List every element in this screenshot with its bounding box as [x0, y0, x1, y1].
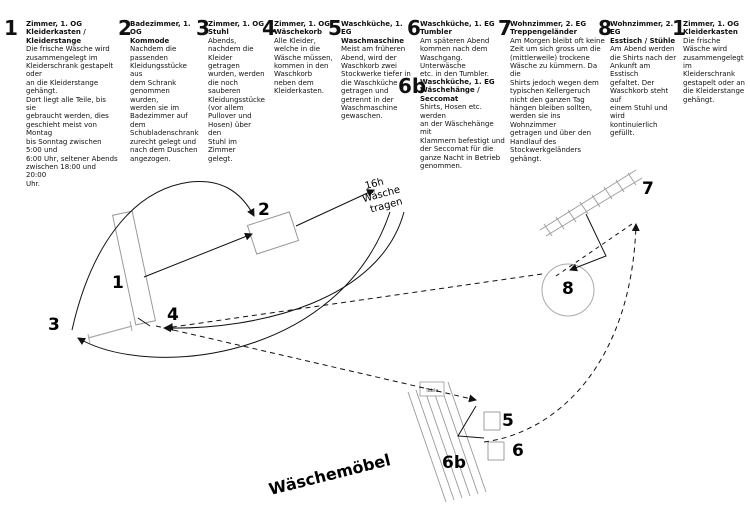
dining-table: [541, 263, 595, 317]
step-title: Zimmer, 1. OG Kleiderkasten / Kleidersta…: [26, 20, 86, 45]
arrow-4-to-wardrobe: [137, 317, 151, 327]
arrow-worn-to-4: [163, 211, 405, 333]
step-number: 6b: [398, 74, 427, 98]
step-number: 8: [598, 16, 612, 40]
wardrobe: [111, 210, 157, 326]
label-4: 4: [167, 305, 179, 325]
step-title: Waschküche, 1. EG Tumbler: [420, 20, 495, 37]
label-2: 2: [258, 200, 270, 220]
step-title: Zimmer, 1. OG Wäschekorb: [274, 20, 330, 37]
step-number: 2: [118, 16, 132, 40]
step-text: Nachdem die passenden Kleidungsstücke au…: [130, 45, 199, 163]
step-number: 1: [672, 16, 686, 40]
label-8: 8: [562, 279, 574, 299]
step-text: Shirts, Hosen etc. werden an der Wäscheh…: [420, 103, 505, 171]
washing-machine: [483, 411, 501, 431]
worn-hours: 16h: [364, 176, 385, 192]
step-text: Alle Kleider, welche in die Wäsche müsse…: [274, 36, 333, 96]
arrow-7-to-8: [569, 213, 607, 272]
arrow-worn-to-3: [77, 211, 391, 358]
step-text: Meist am früheren Abend, wird der Waschk…: [341, 45, 411, 121]
step-number: 6: [407, 16, 421, 40]
step-number: 7: [498, 16, 512, 40]
step-title: Waschküche, 1. EG Wäschehänge / Seccomat: [420, 78, 495, 103]
arrow-6b-to-5: [457, 405, 485, 439]
arrow-7-to-4: [165, 273, 543, 331]
step-text: Die frische Wäsche wird zusammengelegt i…: [26, 45, 118, 188]
label-5: 5: [502, 411, 514, 431]
label-7: 7: [642, 179, 654, 199]
arrow-3-to-1: [71, 181, 255, 331]
arrow-1-to-2: [143, 232, 253, 278]
arrow-4-to-5: [155, 325, 477, 403]
step-number: 5: [328, 16, 342, 40]
arrow-2-to-worn: [295, 189, 375, 227]
arrow-6b-to-7: [483, 223, 640, 443]
step-title: Badezimmer, 1. OG Kommode: [130, 20, 191, 45]
step-number: 3: [196, 16, 210, 40]
step-title: Waschküche, 1. EG Waschmaschine: [341, 20, 404, 45]
tumbler: [487, 441, 505, 461]
step-title: Zimmer, 1. OG Kleiderkasten: [683, 20, 739, 37]
label-6b: 6b: [442, 453, 466, 473]
laundry-table: [419, 381, 445, 397]
step-text: Am Morgen bleibt oft keine Zeit um sich …: [510, 36, 605, 163]
step-text: Abends, nachdem die Kleider getragen wur…: [208, 36, 265, 163]
chair-end: [87, 333, 91, 344]
chair: [87, 325, 133, 339]
label-1: 1: [112, 273, 124, 293]
step-title: Zimmer, 1. OG Stuhl: [208, 20, 264, 37]
bathroom-dresser: [246, 211, 300, 255]
step-number: 1: [4, 16, 18, 40]
step-number: 4: [262, 16, 276, 40]
diagram-title: Wäschemöbel: [267, 450, 392, 499]
label-6: 6: [512, 441, 524, 461]
chair-end-2: [129, 320, 133, 332]
step-title: Wohnzimmer, 2. EG Treppengeländer: [510, 20, 587, 37]
worn-label: 16h Wäsche tragen: [361, 176, 403, 215]
step-text: Am Abend werden die Shirts nach der Anku…: [610, 45, 677, 138]
label-3: 3: [48, 315, 60, 335]
step-title: Wohnzimmer, 2. EG Esstisch / Stühle: [610, 20, 676, 45]
laundry-table-label: Table: [425, 388, 439, 394]
stair-railing: [539, 169, 643, 237]
step-text: Die frische Wäsche wird zusammengelegt i…: [683, 36, 745, 104]
step-text: Am späteren Abend kommen nach dem Waschg…: [420, 36, 490, 79]
